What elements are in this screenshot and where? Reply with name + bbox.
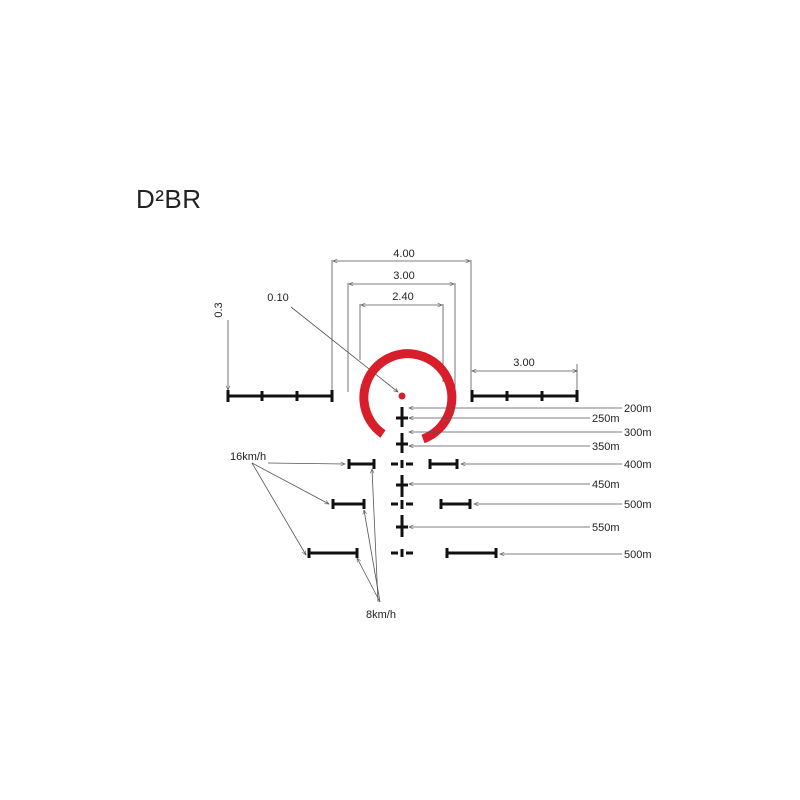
reticle-title: D²BR bbox=[136, 184, 202, 214]
wind-label-fast: 16km/h bbox=[230, 451, 266, 463]
range-label-250m: 250m bbox=[592, 413, 620, 425]
red-dot bbox=[398, 392, 406, 400]
wind-label-slow: 8km/h bbox=[366, 609, 396, 621]
range-label-550m: 550m bbox=[592, 522, 620, 534]
range-label-300m: 300m bbox=[624, 427, 652, 439]
dim-label-dot: 0.10 bbox=[267, 292, 288, 304]
range-label-500m-lower: 500m bbox=[624, 549, 652, 561]
dim-label-4-00: 4.00 bbox=[393, 248, 414, 260]
range-label-400m: 400m bbox=[624, 459, 652, 471]
dim-label-tick: 0.3 bbox=[213, 302, 225, 317]
dim-label-2-40: 2.40 bbox=[392, 291, 413, 303]
range-label-500m: 500m bbox=[624, 499, 652, 511]
horizontal-stadia bbox=[226, 390, 579, 402]
range-label-450m: 450m bbox=[592, 479, 620, 491]
dim-label-side-bar: 3.00 bbox=[513, 357, 534, 369]
range-leaders bbox=[409, 408, 622, 554]
dimension-lines bbox=[228, 260, 577, 395]
range-label-350m: 350m bbox=[592, 441, 620, 453]
dim-label-3-00: 3.00 bbox=[393, 270, 414, 282]
wind-leaders bbox=[251, 463, 381, 603]
red-ring bbox=[359, 349, 457, 444]
bdc-post bbox=[391, 407, 413, 557]
wind-bars bbox=[307, 459, 498, 558]
range-label-200m: 200m bbox=[624, 403, 652, 415]
